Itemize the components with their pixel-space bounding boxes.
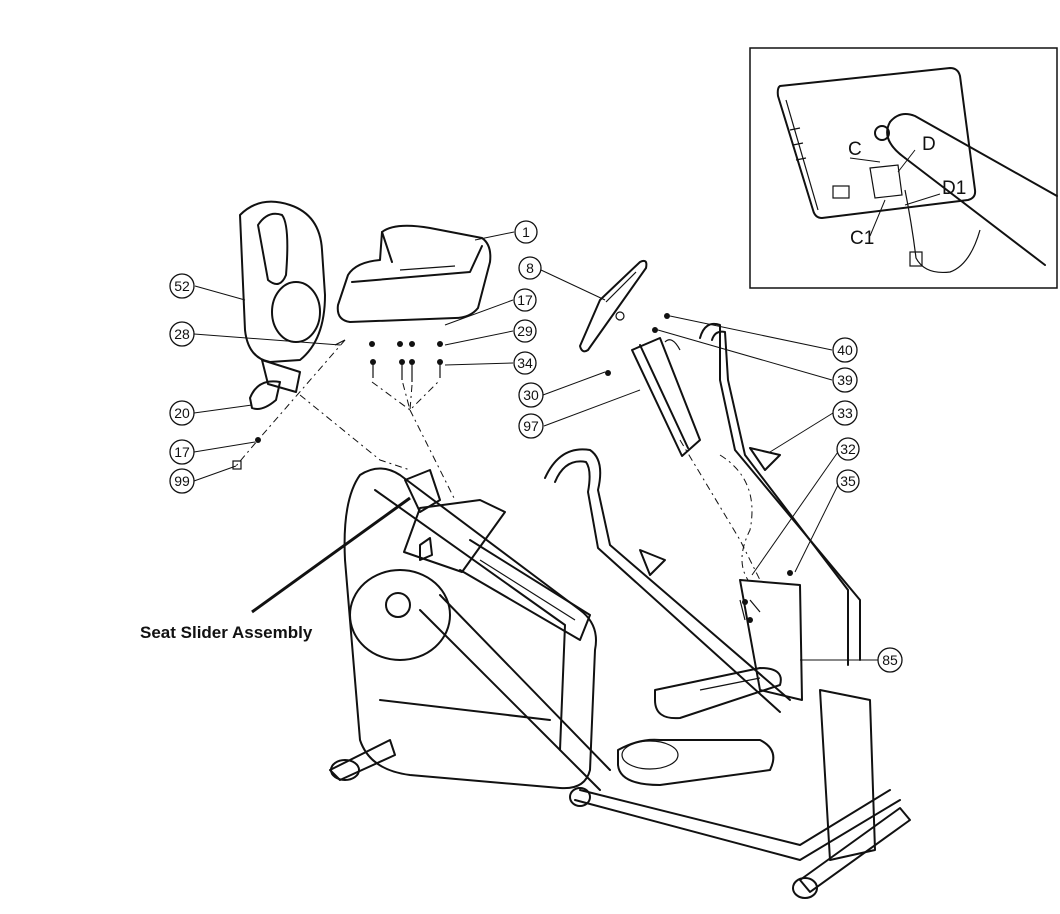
callout-40-label: 40	[837, 342, 853, 358]
callout-35: 35	[836, 469, 860, 493]
callout-20-label: 20	[174, 405, 190, 421]
callout-99: 99	[169, 468, 195, 494]
callout-17-top-label: 17	[517, 292, 533, 308]
callout-34: 34	[513, 351, 537, 375]
callout-29-label: 29	[517, 323, 533, 339]
seat-screws	[232, 341, 443, 470]
main-frame	[329, 467, 611, 791]
callout-85-label: 85	[882, 652, 898, 668]
seat-cushion-part	[336, 224, 492, 323]
inset-label-c1: C1	[850, 228, 874, 249]
callout-52: 52	[169, 273, 195, 299]
callout-17-top: 17	[513, 288, 537, 312]
callout-97-label: 97	[523, 418, 539, 434]
console-part	[579, 259, 648, 353]
callout-1: 1	[514, 220, 538, 244]
callout-leaders	[193, 231, 880, 661]
callout-32-label: 32	[840, 441, 856, 457]
callout-29: 29	[513, 319, 537, 343]
callout-40: 40	[832, 337, 858, 363]
callout-33: 33	[832, 400, 858, 426]
inset-label-d: D	[922, 134, 936, 155]
callout-17-bottom-label: 17	[174, 444, 190, 460]
seat-slider-part	[403, 469, 591, 641]
callout-32: 32	[836, 437, 860, 461]
callout-34-label: 34	[517, 355, 533, 371]
callout-30: 30	[518, 382, 544, 408]
inset-label-d1: D1	[942, 178, 966, 199]
callout-35-label: 35	[840, 473, 856, 489]
callout-85: 85	[877, 647, 903, 673]
seat-slider-caption: Seat Slider Assembly	[140, 623, 313, 642]
seat-back-part	[239, 200, 346, 410]
callout-8-label: 8	[526, 260, 534, 276]
callout-17-bottom: 17	[169, 439, 195, 465]
callout-28: 28	[169, 321, 195, 347]
callout-39-label: 39	[837, 372, 853, 388]
callout-8: 8	[518, 256, 542, 280]
callout-30-label: 30	[523, 387, 539, 403]
pedals-and-base	[569, 570, 911, 899]
callout-39: 39	[832, 367, 858, 393]
callout-99-label: 99	[174, 473, 190, 489]
callout-97: 97	[518, 413, 544, 439]
console-detail-inset: C D D1 C1	[749, 47, 1058, 289]
console-mast-part	[605, 313, 701, 457]
callout-33-label: 33	[837, 405, 853, 421]
callout-20: 20	[169, 400, 195, 426]
caption-group: Seat Slider Assembly	[140, 496, 411, 642]
callout-28-label: 28	[174, 326, 190, 342]
callout-1-label: 1	[522, 224, 530, 240]
arm-handles	[544, 322, 861, 713]
callout-52-label: 52	[174, 278, 190, 294]
inset-label-c: C	[848, 139, 862, 160]
